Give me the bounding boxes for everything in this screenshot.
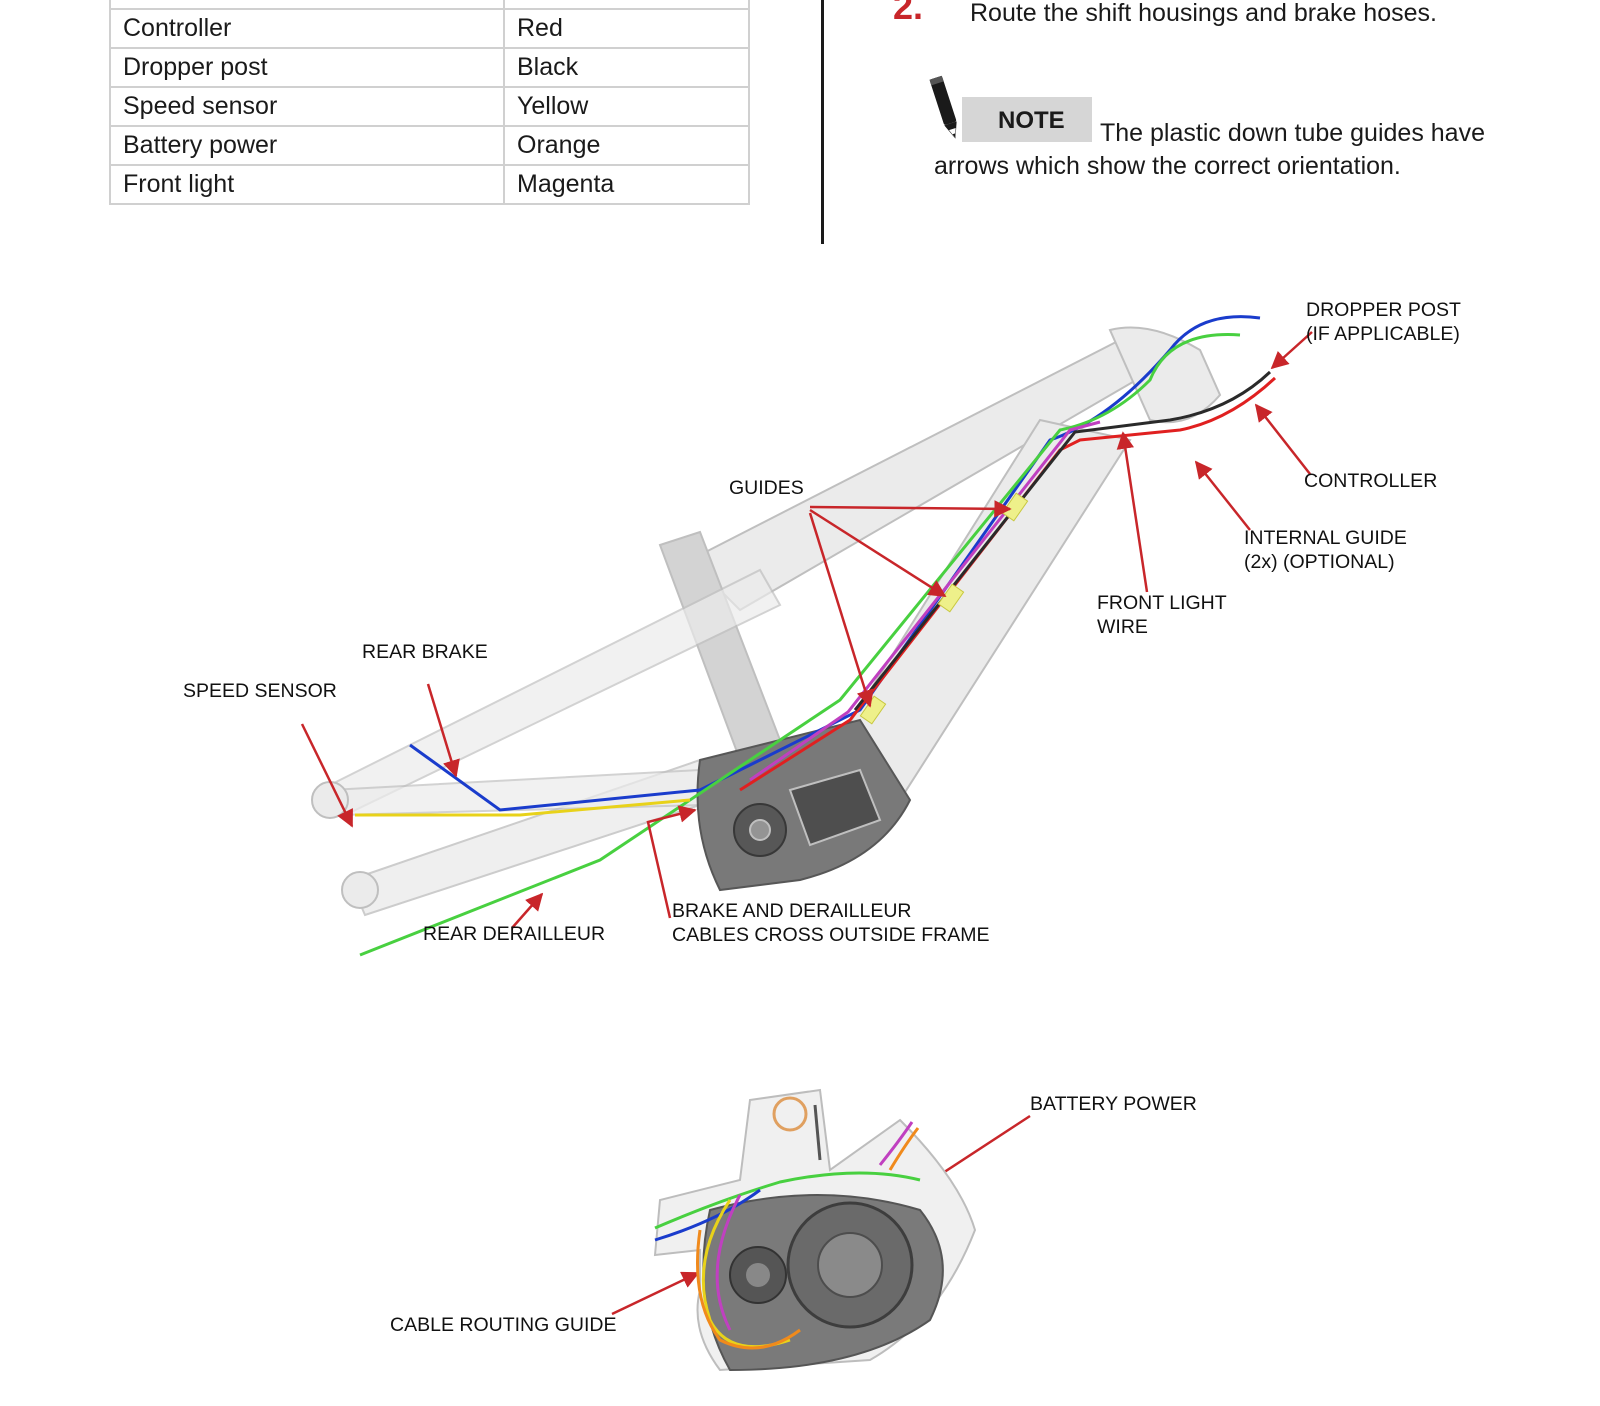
color-cell: Black	[503, 47, 750, 88]
pencil-icon	[929, 75, 957, 139]
label-front-light: FRONT LIGHT	[1097, 592, 1227, 614]
label-cable-routing-guide: CABLE ROUTING GUIDE	[390, 1314, 617, 1336]
table-row: Dropper post Black	[109, 47, 750, 88]
component-cell: Dropper post	[109, 47, 505, 88]
color-cell: Magenta	[503, 164, 750, 205]
note-label: NOTE	[998, 107, 1065, 134]
label-front-light-sub: WIRE	[1097, 616, 1148, 638]
table-row: Battery power Orange	[109, 125, 750, 166]
label-brake-derailleur: BRAKE AND DERAILLEUR	[672, 900, 912, 922]
routed-cables	[355, 315, 1277, 957]
table-row: Controller Red	[109, 8, 750, 49]
label-controller: CONTROLLER	[1304, 470, 1438, 492]
table-row-top-edge	[109, 0, 750, 10]
component-cell: Controller	[109, 8, 505, 49]
label-guides: GUIDES	[729, 477, 804, 499]
note-text-line2: arrows which show the correct orientatio…	[934, 152, 1401, 180]
step-instruction: Route the shift housings and brake hoses…	[970, 0, 1437, 27]
note-badge	[962, 97, 1092, 142]
component-cell: Front light	[109, 164, 505, 205]
callout-arrows	[300, 331, 1313, 1316]
color-cell: Red	[503, 8, 750, 49]
bike-frame-illustration	[311, 326, 1222, 917]
color-cell: Orange	[503, 125, 750, 166]
step-number: 2.	[893, 0, 924, 27]
label-internal-guide: INTERNAL GUIDE	[1244, 527, 1407, 549]
motor-detail-illustration	[653, 1088, 977, 1372]
component-cell: Speed sensor	[109, 86, 505, 127]
label-internal-guide-sub: (2x) (OPTIONAL)	[1244, 551, 1395, 573]
color-cell: Yellow	[503, 86, 750, 127]
table-row: Front light Magenta	[109, 164, 750, 205]
label-rear-derailleur: REAR DERAILLEUR	[423, 923, 606, 945]
wire-color-table: Controller Red Dropper post Black Speed …	[109, 0, 750, 205]
label-battery-power: BATTERY POWER	[1030, 1093, 1197, 1115]
label-speed-sensor: SPEED SENSOR	[183, 680, 337, 702]
label-brake-derailleur-sub: CABLES CROSS OUTSIDE FRAME	[672, 924, 990, 946]
note-text-line1: The plastic down tube guides have	[1100, 119, 1485, 147]
label-rear-brake: REAR BRAKE	[362, 641, 488, 663]
label-dropper-post-sub: (IF APPLICABLE)	[1306, 323, 1460, 345]
component-cell: Battery power	[109, 125, 505, 166]
label-dropper-post: DROPPER POST	[1306, 299, 1461, 321]
column-divider	[821, 0, 824, 244]
table-row: Speed sensor Yellow	[109, 86, 750, 127]
